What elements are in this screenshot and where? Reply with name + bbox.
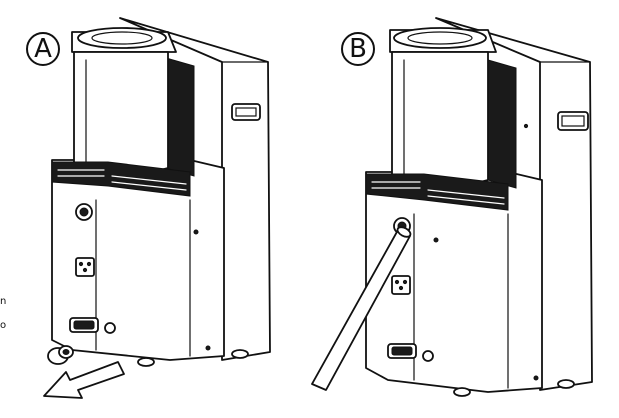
panel-a-label: A <box>26 32 60 66</box>
unit-a-body <box>51 159 225 361</box>
unit-a-side-grille <box>165 57 195 177</box>
edge-text-line2: o <box>0 320 7 331</box>
unit-b <box>365 17 593 397</box>
unit-a <box>51 17 271 367</box>
drain-hose-icon <box>311 226 412 391</box>
unit-b-side-grille <box>487 59 517 189</box>
unit-a-tank <box>73 51 169 176</box>
panel-b-label: B <box>341 32 375 66</box>
drain-cap-icon <box>47 345 74 365</box>
unit-b-tank <box>391 51 489 188</box>
arrow-icon <box>43 361 125 399</box>
edge-text-line1: n <box>0 296 7 307</box>
